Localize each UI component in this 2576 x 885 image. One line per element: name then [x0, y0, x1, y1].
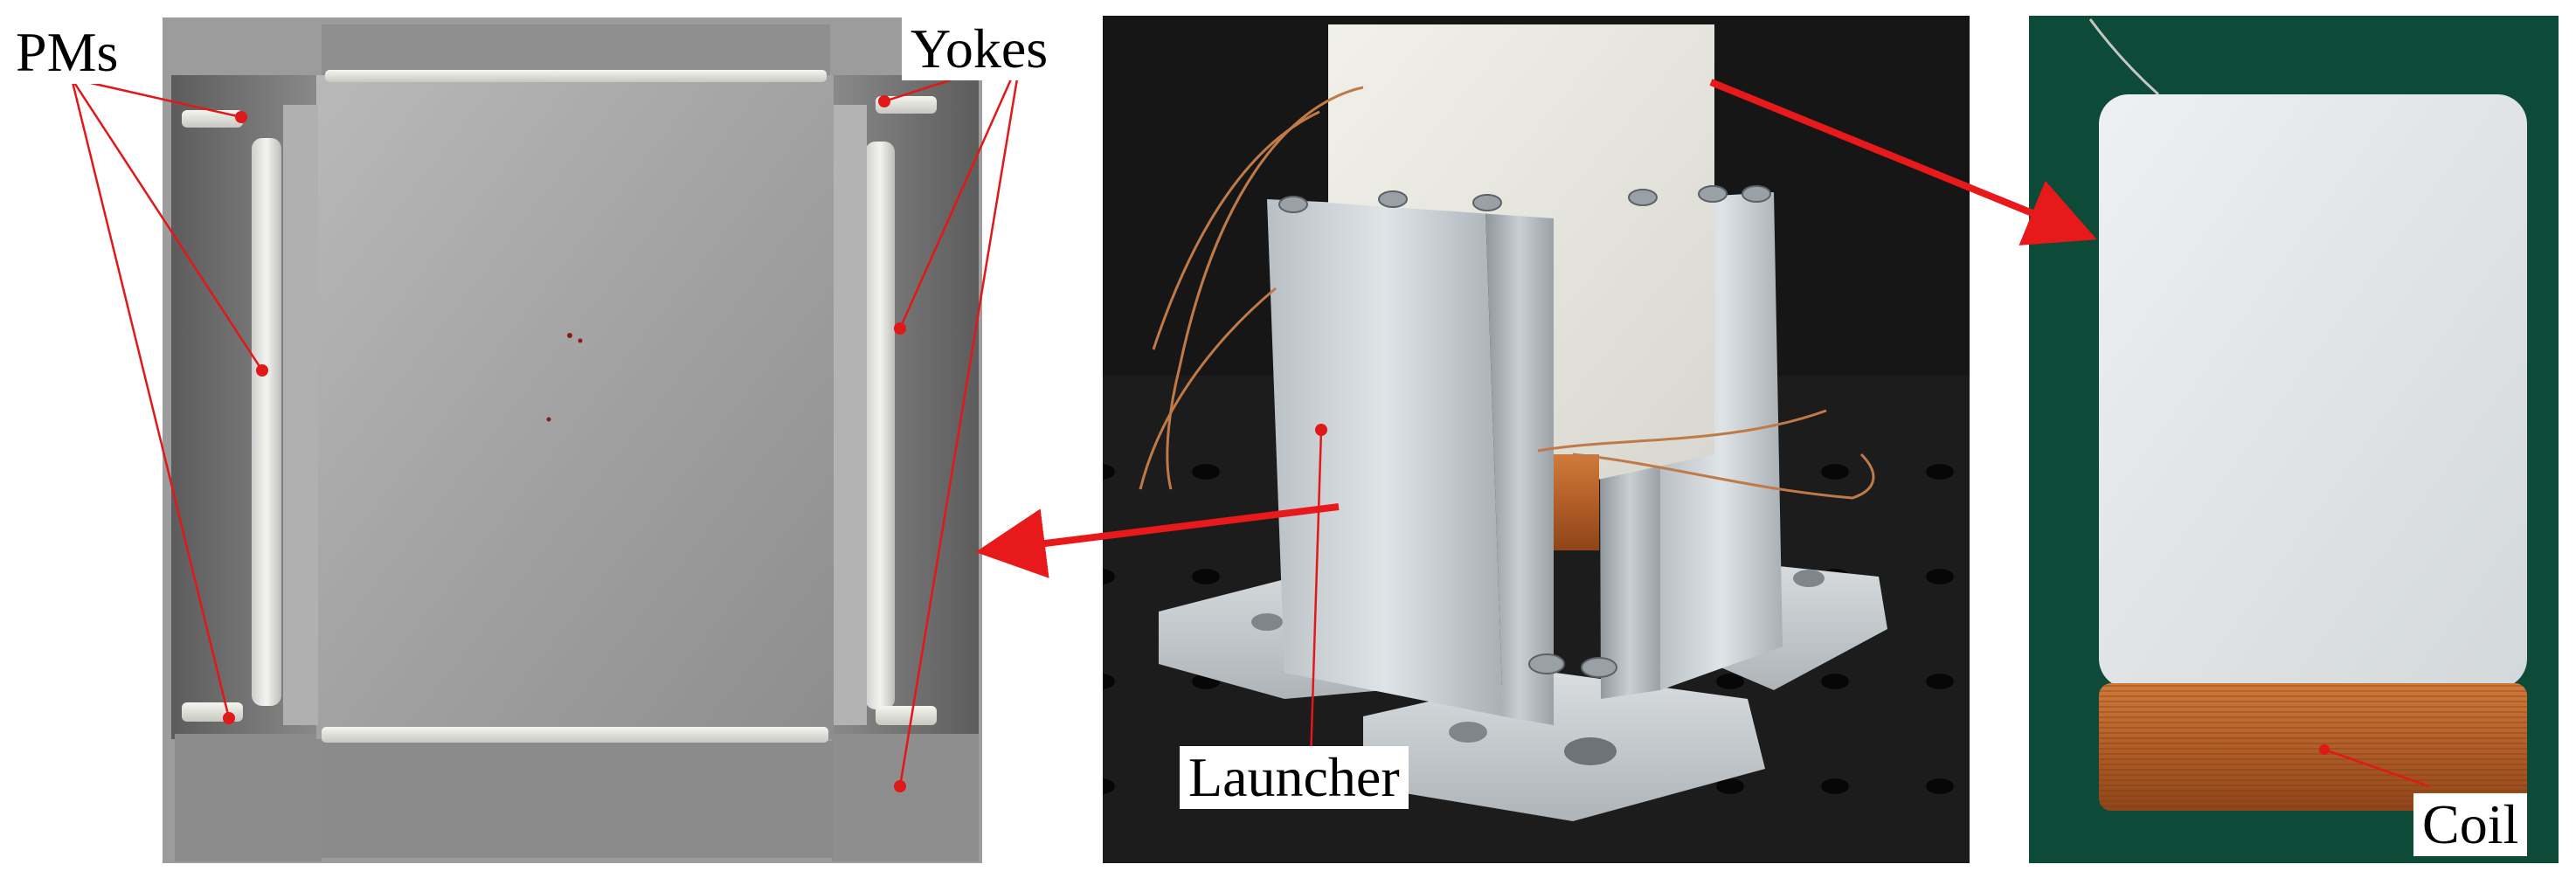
coil-label: Coil: [2413, 793, 2528, 856]
pms-label: PMs: [7, 21, 128, 84]
launcher-label: Launcher: [1180, 746, 1409, 809]
arrow-launcher-to-assembly: [975, 503, 1340, 578]
magnet-assembly-photo: [163, 17, 982, 863]
coil-photo: [2029, 16, 2559, 863]
red-arrows: [975, 79, 2097, 578]
callout-dots: [223, 95, 2330, 792]
launcher-photo: [1103, 16, 1970, 863]
arrow-nylon-to-coil: [1709, 79, 2097, 245]
yokes-label: Yokes: [902, 17, 1057, 80]
